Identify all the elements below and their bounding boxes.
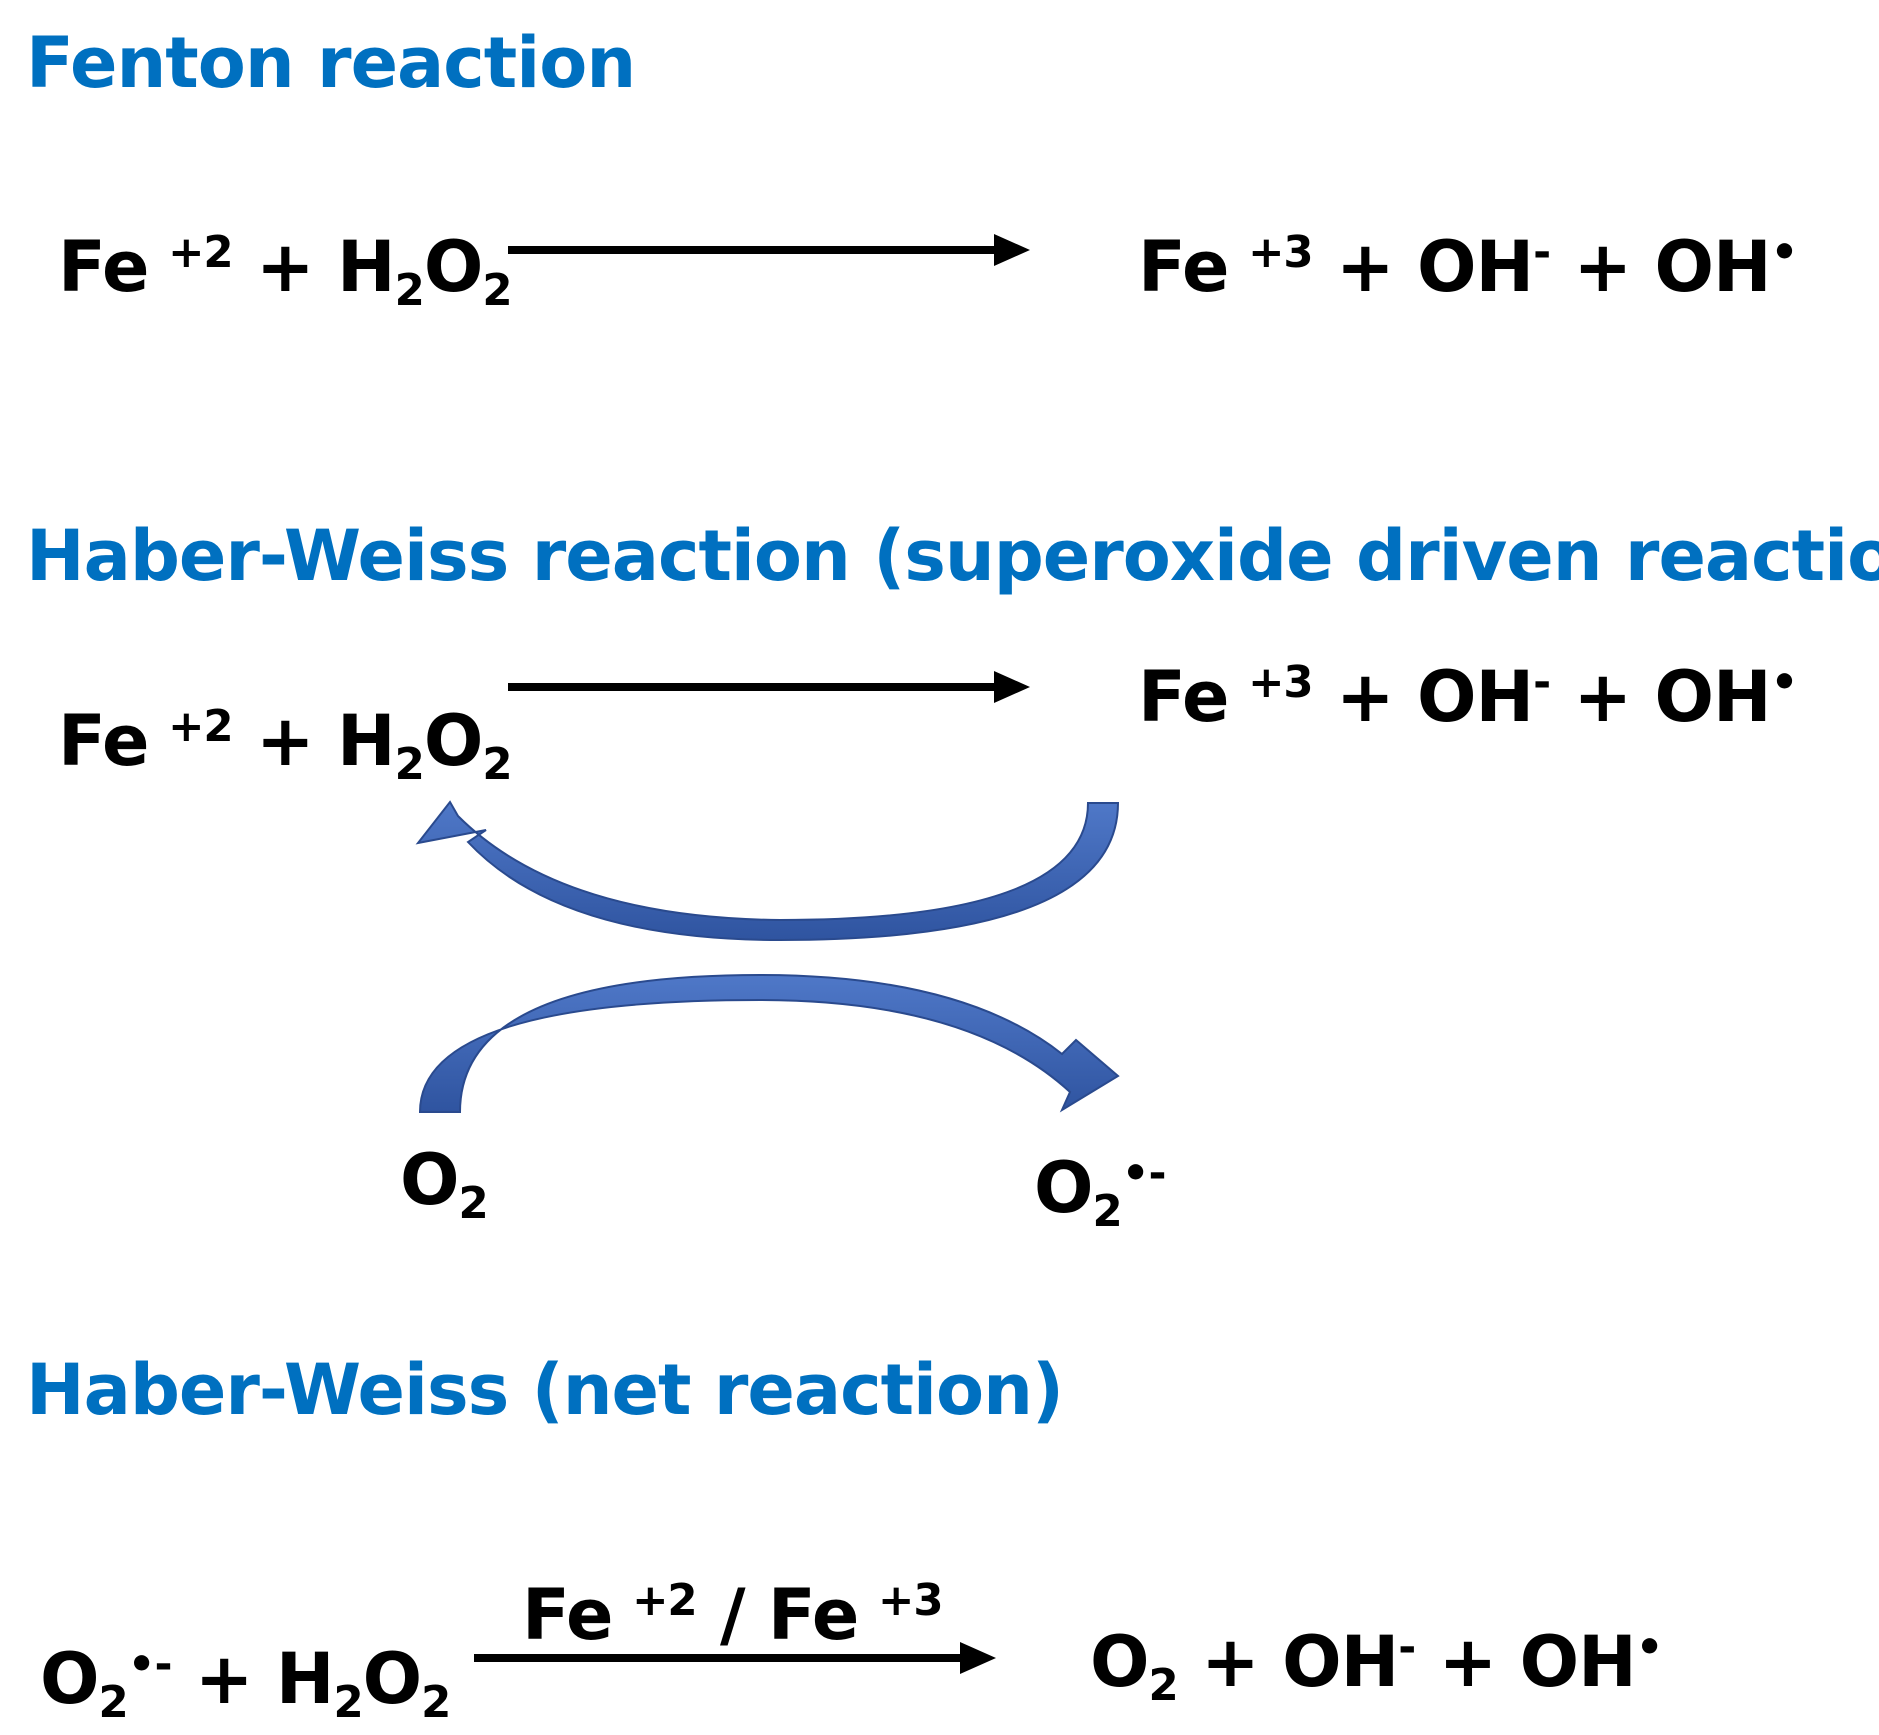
- superoxide-label: O2•-: [1034, 1152, 1166, 1233]
- net-reactants: O2•- + H2O2: [40, 1643, 451, 1724]
- formula-sup: +2: [632, 1576, 698, 1627]
- fenton-reaction-arrow: [508, 234, 1030, 266]
- formula-sup: •: [1770, 658, 1799, 709]
- net-reaction-title: Haber-Weiss (net reaction): [26, 1349, 1064, 1431]
- formula-sup: •-: [127, 1640, 173, 1691]
- formula-sup: +2: [168, 702, 234, 753]
- formula-sub: 2: [394, 739, 425, 790]
- fenton-heading: Fenton reaction: [26, 28, 636, 98]
- formula-sup: •-: [1121, 1149, 1167, 1200]
- oxygen-label: O2: [400, 1145, 489, 1226]
- haber-weiss-reactants: Fe+2 + H2O2: [58, 705, 513, 786]
- formula-sub: 2: [1092, 1186, 1123, 1237]
- formula-text: / Fe: [720, 1574, 859, 1656]
- formula-sub: 2: [1148, 1660, 1179, 1711]
- formula-text: + OH: [1573, 226, 1772, 308]
- net-reaction-arrow: [474, 1642, 996, 1674]
- net-reaction-heading: Haber-Weiss (net reaction): [26, 1355, 1064, 1425]
- haber-weiss-heading: Haber-Weiss reaction (superoxide driven …: [26, 521, 1879, 591]
- formula-text: O: [423, 700, 484, 782]
- formula-sup: +3: [1248, 658, 1314, 709]
- net-products: O2 + OH- + OH•: [1090, 1626, 1663, 1707]
- formula-text: + H: [256, 700, 396, 782]
- formula-sup: •: [1635, 1623, 1664, 1674]
- haber-weiss-reaction-arrow: [508, 671, 1030, 703]
- formula-text: + OH: [1201, 1621, 1399, 1703]
- formula-text: Fe: [58, 226, 149, 308]
- formula-text: + OH: [1573, 656, 1772, 738]
- curved-arrow-o2-to-superoxide: [418, 973, 1120, 1113]
- formula-text: O: [362, 1638, 423, 1720]
- formula-text: Fe: [1138, 656, 1229, 738]
- fenton-reactants: Fe+2 + H2O2: [58, 231, 513, 312]
- fenton-products: Fe+3 + OH- + OH•: [1138, 231, 1798, 302]
- formula-sup: -: [1533, 228, 1551, 279]
- formula-sub: 2: [482, 265, 512, 316]
- formula-text: O: [400, 1139, 460, 1221]
- formula-sup: +3: [878, 1576, 944, 1627]
- formula-text: Fe: [1138, 226, 1229, 308]
- formula-sup: +2: [168, 228, 234, 279]
- formula-sub: 2: [98, 1677, 129, 1728]
- formula-text: + H: [256, 226, 396, 308]
- formula-sub: 2: [482, 739, 512, 790]
- catalyst-label: Fe+2 / Fe+3: [522, 1579, 944, 1650]
- haber-weiss-products: Fe+3 + OH- + OH•: [1138, 661, 1798, 732]
- formula-sup: -: [1398, 1623, 1416, 1674]
- formula-text: O: [40, 1638, 100, 1720]
- formula-text: Fe: [58, 700, 149, 782]
- formula-text: + OH: [1336, 226, 1534, 308]
- formula-text: O: [1090, 1621, 1150, 1703]
- formula-sub: 2: [333, 1677, 363, 1728]
- formula-text: + H: [194, 1638, 335, 1720]
- formula-sub: 2: [458, 1178, 489, 1229]
- formula-sub: 2: [394, 265, 425, 316]
- curved-arrow-fe3-to-fe2: [415, 800, 1120, 942]
- formula-sup: -: [1533, 658, 1551, 709]
- formula-sup: •: [1770, 228, 1799, 279]
- formula-sub: 2: [421, 1677, 451, 1728]
- haber-weiss-title: Haber-Weiss reaction (superoxide driven …: [26, 515, 1879, 597]
- formula-text: + OH: [1438, 1621, 1637, 1703]
- formula-text: O: [423, 226, 484, 308]
- formula-text: + OH: [1336, 656, 1534, 738]
- formula-text: O: [1034, 1147, 1094, 1229]
- fenton-title: Fenton reaction: [26, 22, 636, 104]
- formula-sup: +3: [1248, 228, 1314, 279]
- formula-text: Fe: [522, 1574, 613, 1656]
